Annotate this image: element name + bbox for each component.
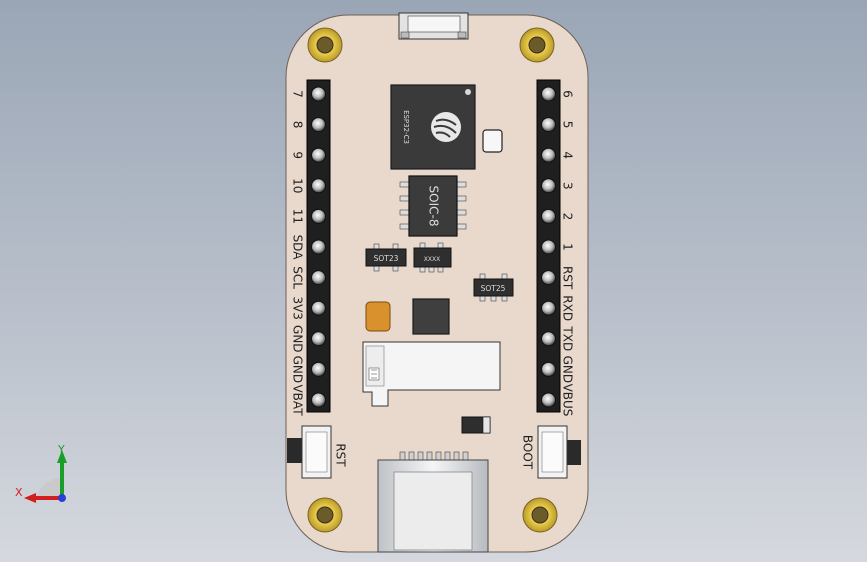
x-axis-arrow-icon: [24, 493, 36, 503]
left-pin: [311, 239, 326, 255]
y-axis-arrow-icon: [57, 450, 67, 463]
left-pin: [311, 361, 326, 377]
mounting-hole-top-left: [307, 27, 343, 63]
right-pin-label: 3: [561, 182, 575, 190]
diode: [461, 416, 491, 434]
left-pin: [311, 392, 326, 408]
white-component: [482, 129, 503, 153]
right-pin: [541, 208, 556, 224]
left-pin: [311, 178, 326, 194]
right-pin-label: 2: [561, 213, 575, 221]
axis-triad: Y X: [15, 443, 67, 503]
left-pin-label: 10: [291, 178, 305, 193]
rst-button[interactable]: RST: [287, 425, 348, 479]
sot25-label: SOT25: [481, 284, 506, 293]
left-pin-label: 3V3: [291, 296, 305, 319]
sot-small-chip: XXXX: [413, 242, 452, 273]
dark-square-chip: [412, 298, 450, 335]
mounting-hole-top-right: [519, 27, 555, 63]
mounting-hole-bottom-left: [307, 497, 343, 533]
esp32-chip: ESP32-C3: [390, 84, 476, 170]
right-pin-label: 6: [561, 90, 575, 98]
right-pin: [541, 392, 556, 408]
right-pin: [541, 86, 556, 102]
left-pin: [311, 331, 326, 347]
right-pin-label: VBUS: [561, 384, 575, 417]
right-pin: [541, 147, 556, 163]
right-pin: [541, 300, 556, 316]
right-pin: [541, 117, 556, 133]
right-pin: [541, 270, 556, 286]
chip-label: ESP32-C3: [402, 110, 410, 144]
left-pin-label: GND: [291, 325, 305, 353]
boot-button[interactable]: BOOT: [521, 425, 582, 479]
right-pin: [541, 361, 556, 377]
soic8-label: SOIC-8: [427, 186, 441, 227]
x-axis-label: X: [15, 486, 23, 499]
right-pin-label: 4: [561, 151, 575, 159]
right-pin: [541, 331, 556, 347]
right-pin-label: RST: [561, 266, 575, 290]
right-pin-label: RXD: [561, 295, 575, 321]
left-pin: [311, 117, 326, 133]
usb-c-connector: [377, 451, 489, 553]
right-pin-label: 5: [561, 121, 575, 129]
battery-connector: [362, 341, 501, 407]
sot-small-label: XXXX: [424, 256, 440, 263]
left-pin-label: 11: [291, 209, 305, 224]
sot23-chip: SOT23: [365, 243, 407, 272]
left-pin-label: SDA: [291, 235, 305, 261]
right-pin: [541, 239, 556, 255]
left-pin-label: VBAT: [291, 384, 305, 416]
left-pin: [311, 300, 326, 316]
left-pin-label: GND: [291, 356, 305, 384]
left-pin-label: 7: [291, 90, 305, 98]
y-axis-label: Y: [57, 443, 65, 456]
mounting-hole-bottom-right: [522, 497, 558, 533]
soic8-chip: SOIC-8: [399, 175, 467, 237]
right-pin-label: 1: [561, 243, 575, 251]
left-pin: [311, 86, 326, 102]
left-pin: [311, 147, 326, 163]
right-pin-label: TXD: [561, 325, 575, 351]
rst-button-label: RST: [334, 443, 348, 467]
left-pin-label: SCL: [291, 266, 305, 289]
pin1-marker: [465, 89, 471, 95]
top-connector: [398, 12, 469, 40]
left-pin-label: 9: [291, 151, 305, 159]
orange-component: [365, 301, 391, 332]
left-pin: [311, 208, 326, 224]
sot25-chip: SOT25: [473, 273, 514, 302]
boot-button-label: BOOT: [521, 435, 535, 470]
left-pin-label: 8: [291, 121, 305, 129]
right-pin-label: GND: [561, 356, 575, 384]
right-pin: [541, 178, 556, 194]
left-pin: [311, 270, 326, 286]
sot23-label: SOT23: [374, 254, 399, 263]
